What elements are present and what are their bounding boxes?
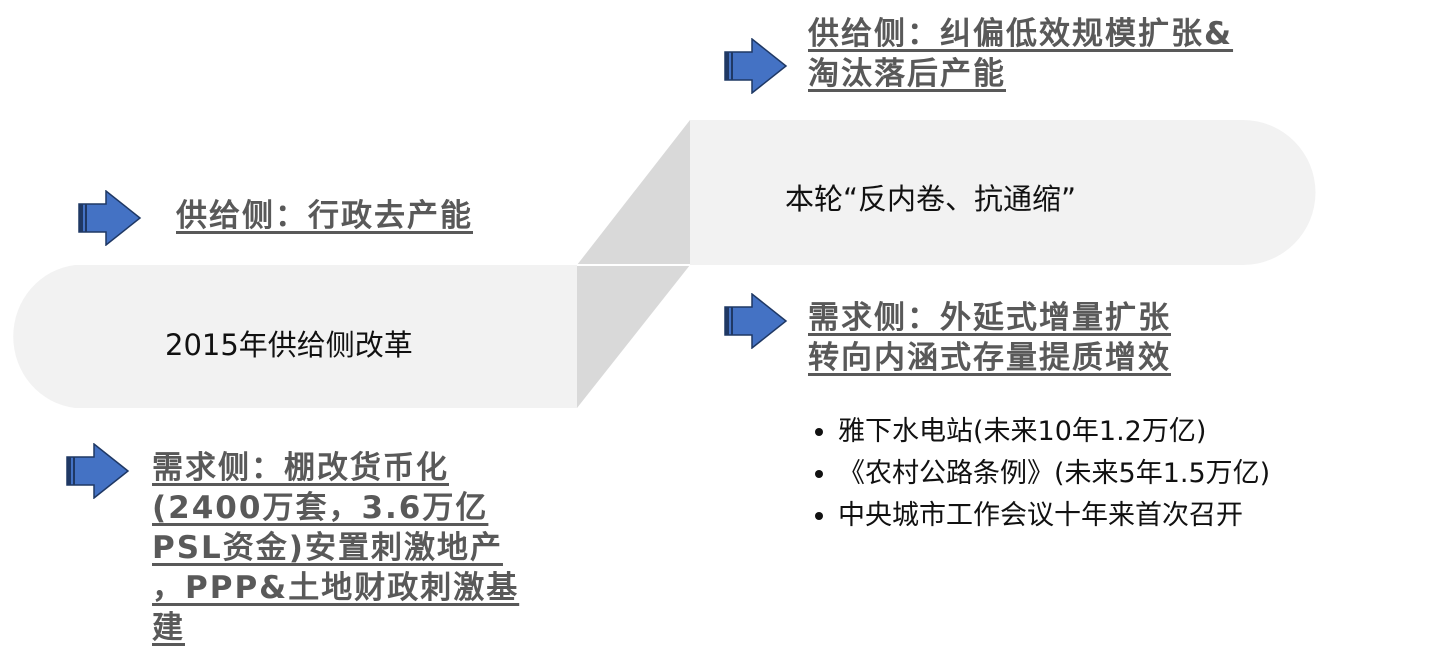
old-stage-shape	[13, 265, 578, 408]
new-supply-heading: 供给侧：纠偏低效规模扩张& 淘汰落后产能	[808, 14, 1233, 94]
arrow-right-icon	[724, 293, 788, 349]
line: 淘汰落后产能	[808, 56, 1006, 92]
line: 需求侧：棚改货币化	[152, 450, 449, 486]
new-demand-heading: 需求侧：外延式增量扩张 转向内涵式存量提质增效	[808, 298, 1171, 378]
line: PSL资金)安置刺激地产	[152, 530, 503, 566]
line: 建	[152, 610, 185, 646]
bullet-list: 雅下水电站(未来10年1.2万亿) 《农村公路条例》(未来5年1.5万亿) 中央…	[812, 411, 1270, 537]
line: ，PPP&土地财政刺激基	[152, 570, 520, 606]
line: (2400万套，3.6万亿	[152, 490, 489, 526]
new-stage-label: 本轮“反内卷、抗通缩”	[785, 182, 1077, 216]
old-demand-heading: 需求侧：棚改货币化 (2400万套，3.6万亿 PSL资金)安置刺激地产 ，PP…	[152, 448, 519, 648]
line: 需求侧：外延式增量扩张	[808, 300, 1171, 336]
list-item: 雅下水电站(未来10年1.2万亿)	[838, 411, 1270, 453]
arrow-right-icon	[724, 38, 788, 94]
list-item: 《农村公路条例》(未来5年1.5万亿)	[838, 453, 1270, 495]
new-stage-shape	[690, 120, 1316, 265]
list-item: 中央城市工作会议十年来首次召开	[838, 495, 1270, 537]
arrow-right-icon	[78, 190, 142, 246]
line: 转向内涵式存量提质增效	[808, 340, 1171, 376]
old-stage-label: 2015年供给侧改革	[165, 328, 413, 362]
old-supply-heading: 供给侧：行政去产能	[176, 198, 473, 234]
arrow-right-icon	[66, 443, 130, 499]
line: 供给侧：纠偏低效规模扩张&	[808, 16, 1234, 52]
